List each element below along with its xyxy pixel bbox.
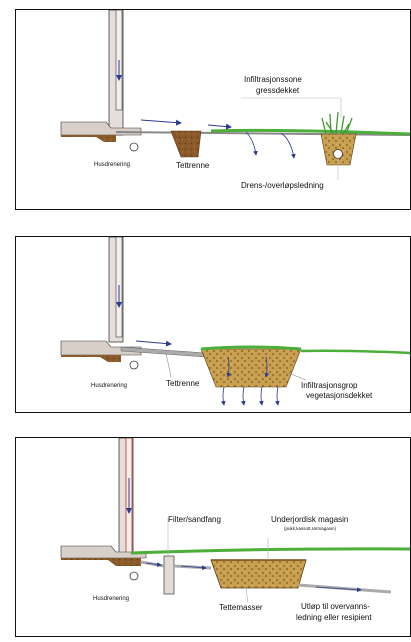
grass-strip [300, 349, 410, 355]
foundation-soil [61, 558, 141, 566]
sealed-channel [170, 130, 202, 158]
flow-arrow [207, 123, 232, 130]
house-drain-pipe [129, 142, 139, 152]
diagram-infiltration-zone [60, 10, 410, 180]
infiltration-arrow [280, 132, 296, 159]
leader-line [285, 371, 307, 381]
pit-vegetation [200, 345, 302, 351]
foundation-soil [61, 135, 116, 142]
panel-infiltration-pit: Husdrenering Tettrenne Infiltrasjonsgrop… [15, 236, 411, 413]
label-storage-types: (pukk,kassott,rørmagasin) [284, 526, 337, 531]
label-infiltration-pit-2: vegetasjonsdekket [306, 391, 373, 400]
label-outlet-1: Utløp til overvanns- [301, 602, 370, 611]
flow-arrow [135, 340, 172, 347]
house-drain-pipe [129, 360, 139, 370]
label-house-drainage: Husdrenering [91, 383, 128, 389]
panel-infiltration-zone: Infiltrasjonssone gressdekket Husdreneri… [15, 9, 411, 210]
label-drain-overflow-pipe: Drens-/overløpsledning [241, 181, 324, 190]
label-house-drainage: Husdrenering [94, 162, 131, 168]
underground-storage [210, 559, 307, 589]
label-infiltration-pit-1: Infiltrasjonsgrop [301, 381, 358, 390]
label-filter-sand-trap: Filter/sandfang [168, 515, 221, 524]
label-outlet-2: ledning eller resipient [296, 613, 372, 622]
flow-arrow [140, 119, 182, 126]
grass-tuft [321, 111, 353, 135]
foundation-soil [61, 355, 121, 362]
label-sealing-masses: Tettemasser [219, 603, 263, 612]
label-infiltration-zone-2: gressdekket [256, 86, 300, 95]
outlet-arrow [315, 586, 362, 593]
infiltration-arrow [245, 131, 258, 156]
label-sealed-channel: Tettrenne [166, 379, 200, 388]
label-sealed-channel: Tettrenne [176, 161, 210, 170]
infiltration-arrows [220, 356, 280, 406]
leader-line [245, 587, 249, 604]
sealed-channel [120, 346, 207, 358]
drain-pipe [333, 149, 343, 159]
filter-sand-trap [163, 555, 175, 595]
leader-line [165, 352, 172, 378]
label-underground-storage: Underjordisk magasin [271, 515, 349, 524]
panel-underground-storage: Filter/sandfang Underjordisk magasin (pu… [15, 437, 411, 637]
diagram-underground-storage [60, 438, 410, 604]
grass-strip [210, 128, 410, 136]
house-drain-pipe [129, 571, 139, 581]
diagram-infiltration-pit [60, 237, 410, 406]
ground-surface [115, 131, 410, 136]
infiltration-pit [200, 348, 302, 388]
label-house-drainage: Husdrenering [93, 596, 130, 602]
grass-strip [130, 547, 410, 555]
label-infiltration-zone-1: Infiltrasjonssone [244, 75, 302, 84]
